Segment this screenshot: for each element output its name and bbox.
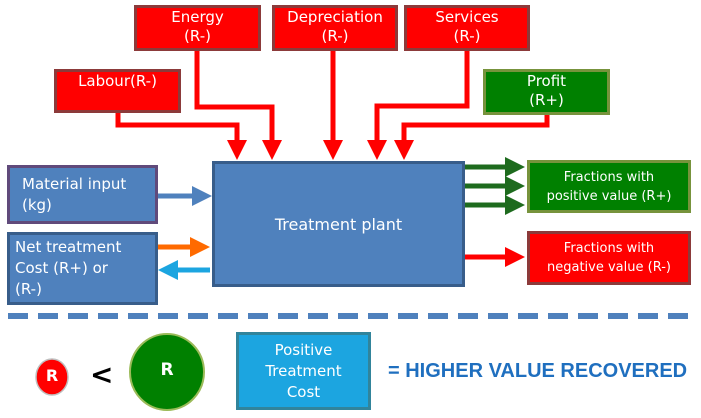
- cost-box-line2: Treatment: [265, 361, 342, 380]
- services-arrow: [367, 51, 470, 160]
- energy-arrow: [194, 51, 282, 160]
- energy-label: Energy: [171, 8, 224, 26]
- big-r-label: R: [160, 360, 174, 380]
- positive-treatment-cost-box: Positive Treatment Cost: [236, 332, 371, 410]
- labour-arrow: [115, 113, 247, 160]
- depreciation-box: Depreciation (R-): [272, 5, 398, 51]
- net-cost-line2: Cost (R+) or: [15, 259, 108, 277]
- positive-fractions-line2: positive value (R+): [546, 188, 672, 204]
- positive-fractions-box: Fractions with positive value (R+): [527, 160, 691, 213]
- depreciation-label: Depreciation: [287, 8, 383, 26]
- net-cost-line1: Net treatment: [15, 238, 122, 256]
- depreciation-sign: (R-): [321, 27, 349, 45]
- profit-arrow: [394, 115, 550, 160]
- small-red-circle: [35, 358, 69, 396]
- higher-value-recovered-text: = HIGHER VALUE RECOVERED: [388, 360, 688, 382]
- services-label: Services: [435, 8, 499, 26]
- cost-box-line1: Positive: [274, 340, 333, 359]
- treatment-plant-label: Treatment plant: [274, 214, 403, 234]
- energy-sign: (R-): [184, 27, 211, 45]
- material-label: Material input: [22, 174, 127, 193]
- less-than-symbol: <: [90, 358, 114, 391]
- profit-box: Profit (R+): [483, 69, 610, 115]
- material-input-box: Material input (kg): [7, 165, 158, 224]
- profit-sign: (R+): [529, 91, 564, 109]
- negative-fractions-line1: Fractions with: [563, 241, 655, 256]
- large-green-circle: [129, 333, 205, 411]
- services-box: Services (R-): [404, 5, 530, 51]
- labour-box: Labour(R-): [54, 69, 181, 113]
- small-r-label: R: [45, 366, 59, 385]
- negative-fractions-line2: negative value (R-): [547, 260, 671, 275]
- treatment-plant-box: Treatment plant: [212, 161, 465, 287]
- labour-label: Labour(R-): [78, 72, 157, 90]
- profit-label: Profit: [526, 72, 567, 90]
- negative-fractions-box: Fractions with negative value (R-): [527, 231, 691, 285]
- material-unit: (kg): [22, 195, 52, 214]
- energy-box: Energy (R-): [134, 5, 261, 51]
- net-cost-line3: (R-): [15, 280, 42, 298]
- cost-box-line3: Cost: [286, 382, 321, 401]
- positive-fractions-line1: Fractions with: [563, 169, 655, 185]
- services-sign: (R-): [453, 27, 481, 45]
- net-treatment-cost-box: Net treatment Cost (R+) or (R-): [7, 232, 158, 305]
